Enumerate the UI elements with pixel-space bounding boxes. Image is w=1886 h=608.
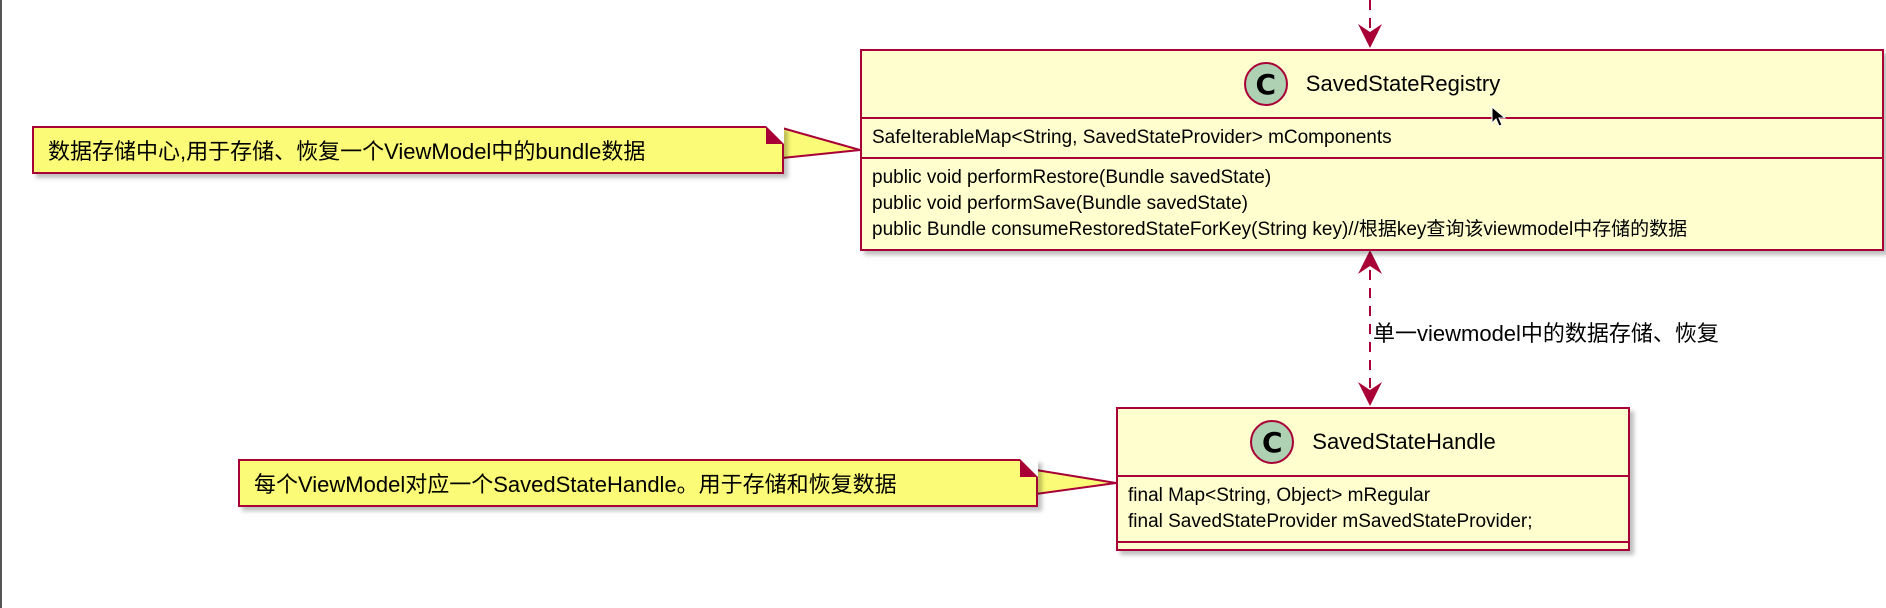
field: SafeIterableMap<String, SavedStateProvid…	[872, 127, 1392, 148]
class-name: SavedStateRegistry	[1305, 71, 1501, 96]
fields-compartment: SafeIterableMap<String, SavedStateProvid…	[862, 117, 1882, 157]
handle-note-connector	[1035, 468, 1117, 496]
field: final SavedStateProvider mSavedStateProv…	[1128, 511, 1533, 532]
note-fold	[1020, 459, 1038, 477]
fields-compartment: final Map<String, Object> mRegular final…	[1118, 475, 1628, 541]
class-header: C SavedStateRegistry	[862, 51, 1882, 117]
dependency-label: 单一viewmodel中的数据存储、恢复	[1373, 321, 1719, 346]
class-header: C SavedStateHandle	[1118, 409, 1628, 475]
methods-compartment: public void performRestore(Bundle savedS…	[862, 157, 1882, 249]
note-text: 数据存储中心,用于存储、恢复一个ViewModel中的bundle数据	[48, 139, 646, 164]
class-name: SavedStateHandle	[1312, 429, 1496, 454]
note-text: 每个ViewModel对应一个SavedStateHandle。用于存储和恢复数…	[254, 472, 897, 497]
note-handle: 每个ViewModel对应一个SavedStateHandle。用于存储和恢复数…	[238, 459, 1038, 507]
class-savedstateregistry[interactable]: C SavedStateRegistry SafeIterableMap<Str…	[860, 49, 1884, 251]
left-edge-line	[0, 0, 2, 608]
method: public void performSave(Bundle savedStat…	[872, 193, 1248, 214]
mouse-cursor-icon	[1491, 106, 1507, 127]
registry-note-connector	[781, 126, 861, 160]
class-savedstatehandle[interactable]: C SavedStateHandle final Map<String, Obj…	[1116, 407, 1630, 551]
note-fold	[766, 126, 784, 144]
method: public Bundle consumeRestoredStateForKey…	[872, 219, 1688, 240]
note-registry: 数据存储中心,用于存储、恢复一个ViewModel中的bundle数据	[32, 126, 784, 174]
class-c-icon: C	[1250, 420, 1295, 464]
methods-compartment	[1118, 541, 1628, 549]
method: public void performRestore(Bundle savedS…	[872, 167, 1272, 188]
field: final Map<String, Object> mRegular	[1128, 485, 1431, 506]
class-c-icon: C	[1243, 62, 1288, 106]
